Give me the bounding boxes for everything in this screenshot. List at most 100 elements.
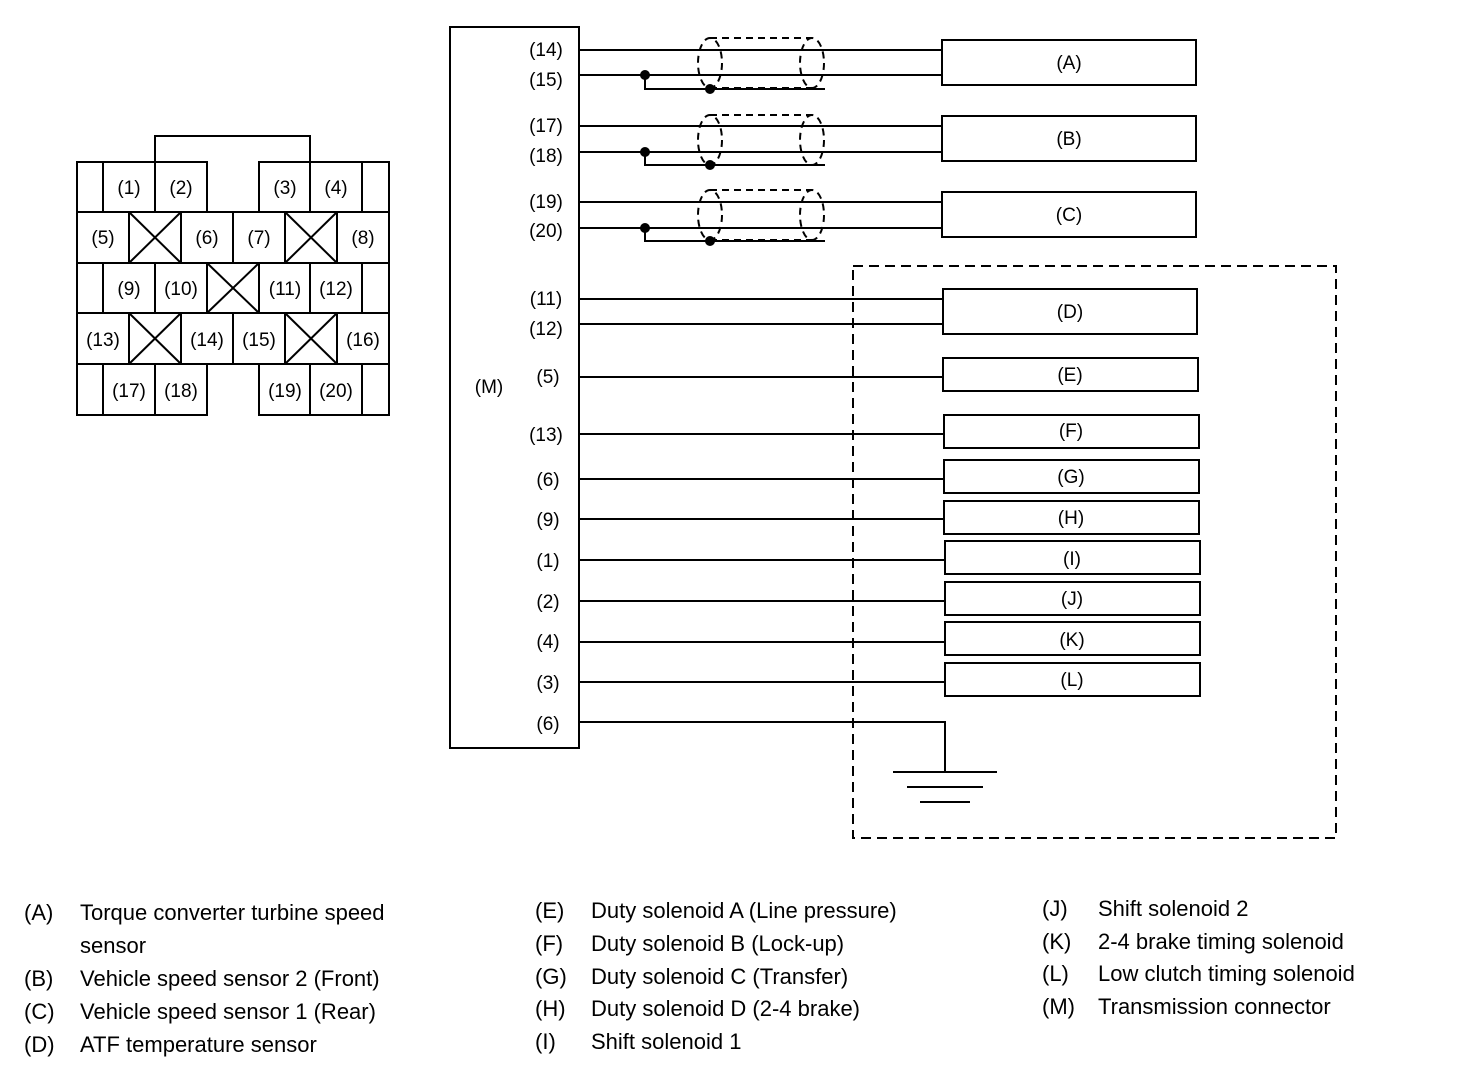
legend-key: (M) xyxy=(1042,994,1075,1019)
cell-20: (20) xyxy=(319,381,353,402)
legend-text: Transmission connector xyxy=(1098,994,1331,1019)
shielded-wires xyxy=(579,49,942,242)
legend-text: Vehicle speed sensor 2 (Front) xyxy=(80,966,380,991)
component-label-l: (L) xyxy=(1060,670,1083,691)
component-box-k xyxy=(944,621,1201,656)
legend-text: sensor xyxy=(80,933,147,958)
component-label-a: (A) xyxy=(1056,53,1081,74)
cell-6: (6) xyxy=(195,228,218,249)
pin-6a: (6) xyxy=(536,470,559,491)
component-box-j xyxy=(944,581,1201,616)
solenoid-wires xyxy=(579,298,997,803)
legend-key: (K) xyxy=(1042,929,1072,954)
component-box-e xyxy=(942,357,1199,392)
legend-text: 2-4 brake timing solenoid xyxy=(1098,929,1344,954)
component-box-g xyxy=(943,459,1200,494)
pin-18: (18) xyxy=(529,146,563,167)
pin-11: (11) xyxy=(530,289,562,310)
cell-19: (19) xyxy=(268,381,302,402)
component-label-h: (H) xyxy=(1058,508,1084,529)
legend-key: (J) xyxy=(1042,896,1068,921)
pin-6b: (6) xyxy=(536,714,559,735)
legend-text: Duty solenoid A (Line pressure) xyxy=(591,898,897,923)
cell-17: (17) xyxy=(112,381,146,402)
pin-5: (5) xyxy=(536,367,559,388)
component-label-b: (B) xyxy=(1056,129,1081,150)
cell-15: (15) xyxy=(242,330,276,351)
pin-9: (9) xyxy=(536,510,559,531)
cell-11: (11) xyxy=(269,279,301,300)
pin-19: (19) xyxy=(529,192,563,213)
shield-braids xyxy=(697,37,825,241)
pin-labels: (14) (15) (17) (18) (19) (20) (11) (12) … xyxy=(529,40,563,735)
pin-4: (4) xyxy=(536,632,559,653)
cell-2: (2) xyxy=(169,178,192,199)
pin-15: (15) xyxy=(529,70,563,91)
legend-key: (E) xyxy=(535,898,565,923)
cell-12: (12) xyxy=(319,279,353,300)
component-box-c xyxy=(941,191,1197,238)
cell-7: (7) xyxy=(247,228,270,249)
legend-text: ATF temperature sensor xyxy=(80,1032,317,1057)
component-label-e: (E) xyxy=(1057,365,1082,386)
pin-20: (20) xyxy=(529,221,563,242)
pin-13: (13) xyxy=(529,425,563,446)
legend-key: (C) xyxy=(24,999,55,1024)
cell-1: (1) xyxy=(117,178,140,199)
cell-8: (8) xyxy=(351,228,374,249)
pin-1: (1) xyxy=(536,551,559,572)
legend-key: (I) xyxy=(535,1029,556,1054)
component-label-k: (K) xyxy=(1059,630,1084,651)
pin-17: (17) xyxy=(529,116,563,137)
component-box-b xyxy=(941,115,1197,162)
legend-text: Torque converter turbine speed xyxy=(80,900,385,925)
cell-5: (5) xyxy=(91,228,114,249)
component-label-i: (I) xyxy=(1063,549,1081,570)
pin-12: (12) xyxy=(529,319,563,340)
cell-10: (10) xyxy=(164,279,198,300)
component-label-f: (F) xyxy=(1059,421,1083,442)
component-label-g: (G) xyxy=(1057,467,1084,488)
legend-key: (F) xyxy=(535,931,564,956)
cell-16: (16) xyxy=(346,330,380,351)
transmission-housing-boundary xyxy=(852,265,1337,839)
transmission-connector-block xyxy=(449,26,580,749)
legend-text: Duty solenoid B (Lock-up) xyxy=(591,931,845,956)
cell-18: (18) xyxy=(164,381,198,402)
component-box-i xyxy=(944,540,1201,575)
legend-text: Shift solenoid 2 xyxy=(1098,896,1249,921)
cell-4: (4) xyxy=(324,178,347,199)
legend-text: Low clutch timing solenoid xyxy=(1098,961,1355,986)
cell-13: (13) xyxy=(86,330,120,351)
component-label-d: (D) xyxy=(1057,302,1083,323)
connector-pinout xyxy=(76,135,390,416)
cell-9: (9) xyxy=(117,279,140,300)
component-box-h xyxy=(943,500,1200,535)
component-box-l xyxy=(944,662,1201,697)
component-box-d xyxy=(942,288,1198,335)
component-label-j: (J) xyxy=(1061,589,1083,610)
pin-3: (3) xyxy=(536,673,559,694)
legend-key: (B) xyxy=(24,966,54,991)
component-boxes xyxy=(941,39,1201,697)
cell-14: (14) xyxy=(190,330,224,351)
legend-key: (D) xyxy=(24,1032,55,1057)
connector-label: (M) xyxy=(475,377,503,398)
cell-3: (3) xyxy=(273,178,296,199)
legend-text: Duty solenoid C (Transfer) xyxy=(591,964,849,989)
legend-text: Shift solenoid 1 xyxy=(591,1029,742,1054)
legend-key: (A) xyxy=(24,900,54,925)
legend-key: (L) xyxy=(1042,961,1069,986)
component-labels: (A) (B) (C) (D) (E) (F) (G) (H) (I) (J) … xyxy=(1056,53,1085,691)
pin-14: (14) xyxy=(529,40,563,61)
component-box-f xyxy=(943,414,1200,449)
connector-pin-labels: (1) (2) (3) (4) (5) (6) (7) (8) (9) (10)… xyxy=(86,178,380,402)
legend-key: (H) xyxy=(535,996,566,1021)
pin-2: (2) xyxy=(536,592,559,613)
component-box-a xyxy=(941,39,1197,86)
legend-text: Duty solenoid D (2-4 brake) xyxy=(591,996,861,1021)
legend-key: (G) xyxy=(535,964,567,989)
splice-dots xyxy=(640,70,715,246)
legend-text: Vehicle speed sensor 1 (Rear) xyxy=(80,999,376,1024)
